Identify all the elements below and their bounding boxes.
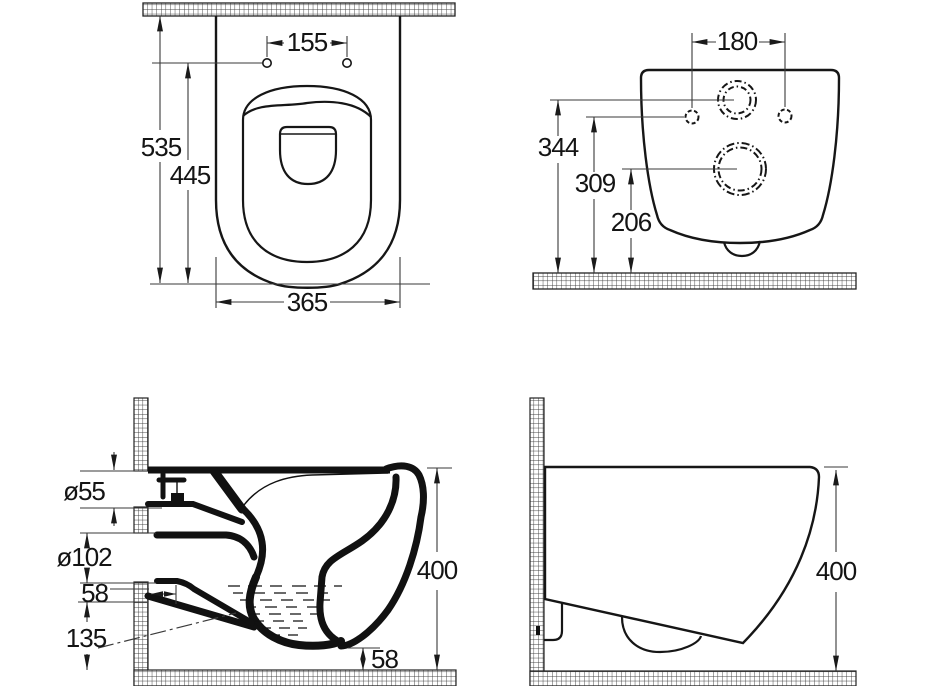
rim-channel-wall [209, 466, 247, 514]
dim-label-clearance-58: 58 [371, 644, 398, 674]
dim-label-bowl-width-365: 365 [287, 287, 328, 317]
fixing-mark [536, 626, 540, 635]
dim-label-hole-spacing-155: 155 [287, 27, 328, 57]
water-surface-hatching [228, 585, 342, 636]
mounting-hole-circles-rear [684, 108, 793, 125]
outlet-axis-centerline [97, 612, 237, 649]
outlet-bump-outline [722, 240, 762, 258]
seat-lid-wave-line [242, 100, 372, 118]
rear-view: 180 344 309 206 [532, 26, 857, 290]
dim-label-section-height-400: 400 [417, 555, 458, 585]
rear-body-outline [639, 68, 841, 258]
dim-label-inlet-height-344: 344 [538, 132, 579, 162]
dim-label-hole-spacing-180: 180 [717, 26, 758, 56]
dim-label-outlet-diameter-102: ø102 [56, 542, 112, 572]
dim-label-outlet-offset-58: 58 [81, 578, 108, 608]
wall-hatch-side [529, 397, 545, 686]
dimension-labels-section-view: ø55 ø102 58 135 400 58 [56, 476, 458, 674]
top-view: 155 535 445 365 [141, 2, 456, 317]
dim-label-inlet-diameter-55: ø55 [63, 476, 105, 506]
wall-hatch-section [133, 397, 149, 686]
rim-and-outer-wall [337, 462, 427, 650]
dimension-lines-top-view [150, 16, 430, 308]
floor-hatch-section [133, 669, 457, 686]
dimension-labels-top-view: 155 535 445 365 [141, 27, 329, 317]
side-body-outline [543, 465, 821, 654]
ext-lines-155 [266, 36, 348, 57]
inlet-channel-bottom [145, 501, 245, 525]
wall-bracket-outline [544, 602, 564, 642]
bowl-opening-outline [278, 125, 338, 186]
seat-ring-outline [241, 84, 373, 264]
outlet-pipe-lower-wall [144, 592, 258, 631]
ceramic-section-walls [144, 462, 427, 650]
dim-label-side-height-400: 400 [816, 556, 857, 586]
floor-hatch-rear [532, 272, 857, 290]
bowl-ceiling-line [243, 472, 389, 506]
dim-label-rim-depth-445: 445 [170, 160, 211, 190]
dimension-lines-side-view [824, 466, 848, 671]
dim-label-hole-height-309: 309 [575, 168, 616, 198]
floor-hatch-side [529, 670, 857, 686]
bowl-left-wall [238, 504, 267, 581]
wall-hatch-top [142, 2, 456, 17]
toilet-body-outline [214, 16, 402, 289]
side-view: 400 [529, 397, 858, 686]
outlet-channel-top [153, 531, 258, 561]
dimension-labels-side-view: 400 [816, 556, 858, 586]
outlet-channel-bottom [154, 578, 255, 626]
inner-bowl-wall [316, 473, 400, 644]
trap-bump-outline [620, 616, 703, 654]
mounting-holes [261, 57, 352, 68]
dim-label-axis-height-135: 135 [66, 623, 107, 653]
ext-lines-180 [691, 33, 786, 108]
section-view: ø55 ø102 58 135 400 58 [56, 397, 459, 686]
dim-label-total-depth-535: 535 [141, 132, 182, 162]
manual-arrowheads-section [151, 591, 366, 670]
inlet-valve-block [171, 493, 184, 504]
dimension-lines-rear-view [550, 33, 786, 273]
dimension-labels-rear-view: 180 344 309 206 [538, 26, 759, 237]
dim-label-outlet-height-206: 206 [611, 207, 652, 237]
